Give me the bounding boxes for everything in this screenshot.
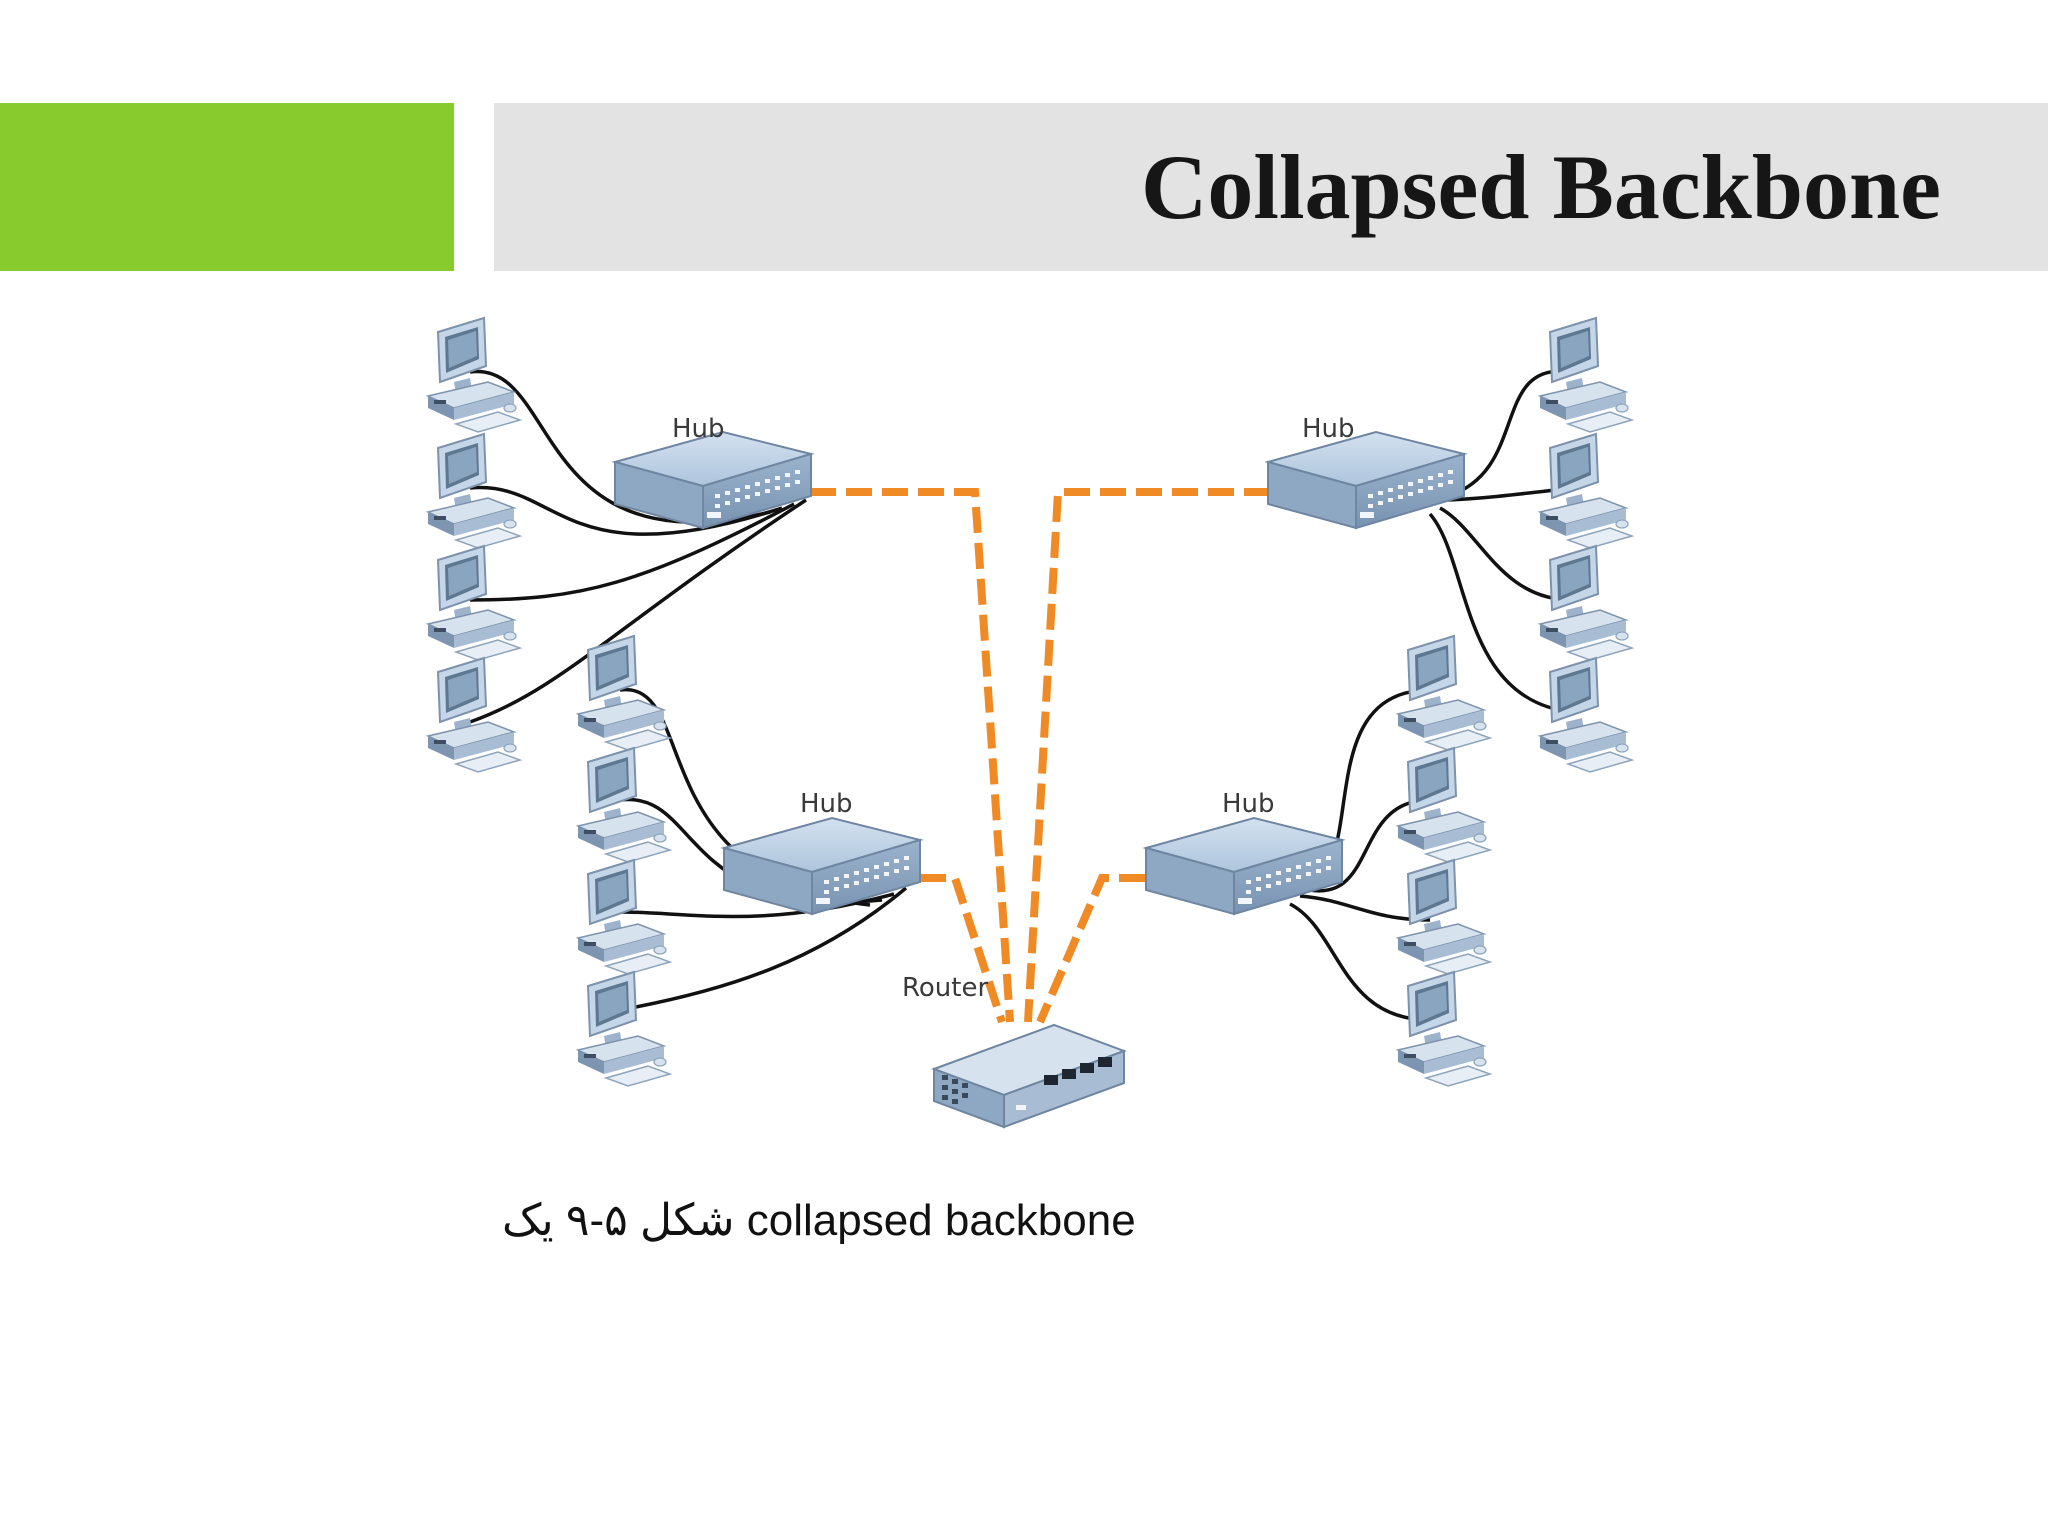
title-bar: Collapsed Backbone [494, 103, 2048, 271]
computers-bottom-right [1397, 635, 1491, 1087]
hub-label-top-right: Hub [1302, 414, 1355, 444]
computer-icon [1539, 657, 1633, 773]
hub-label-bottom-right: Hub [1222, 789, 1275, 819]
computer-icon [1539, 317, 1633, 433]
computer-icon [1397, 859, 1491, 975]
hub-top-left [614, 431, 812, 529]
accent-block [0, 103, 454, 271]
backbone-link-top-right [1024, 488, 1270, 1023]
computer-icon [1539, 545, 1633, 661]
computer-icon [427, 657, 521, 773]
computer-icon [577, 859, 671, 975]
computer-icon [1397, 635, 1491, 751]
router [931, 1023, 1127, 1129]
computer-icon [577, 635, 671, 751]
backbone-links [810, 488, 1270, 1024]
computers-top-right [1539, 317, 1633, 773]
computers-bottom-left [577, 635, 671, 1087]
router-label: Router [902, 973, 988, 1003]
slide-title: Collapsed Backbone [1140, 136, 1941, 238]
computer-icon [577, 971, 671, 1087]
computer-icon [1397, 971, 1491, 1087]
hub-top-right [1267, 431, 1465, 529]
computer-icon [1397, 747, 1491, 863]
computer-icon [427, 545, 521, 661]
backbone-link-top-left [810, 488, 1014, 1023]
lan-cables-top-right [1428, 369, 1573, 714]
hub-label-top-left: Hub [672, 414, 725, 444]
computer-icon [1539, 433, 1633, 549]
computer-icon [427, 317, 521, 433]
hub-label-bottom-left: Hub [800, 789, 853, 819]
backbone-link-bottom-left [920, 874, 1006, 1024]
figure-caption: شکل ۵-۹ یک collapsed backbone [502, 1196, 1136, 1245]
computers-top-left [427, 317, 521, 773]
lan-cables-top-left [469, 369, 807, 724]
backbone-link-bottom-right [1036, 874, 1145, 1024]
hub-bottom-right [1145, 817, 1343, 915]
